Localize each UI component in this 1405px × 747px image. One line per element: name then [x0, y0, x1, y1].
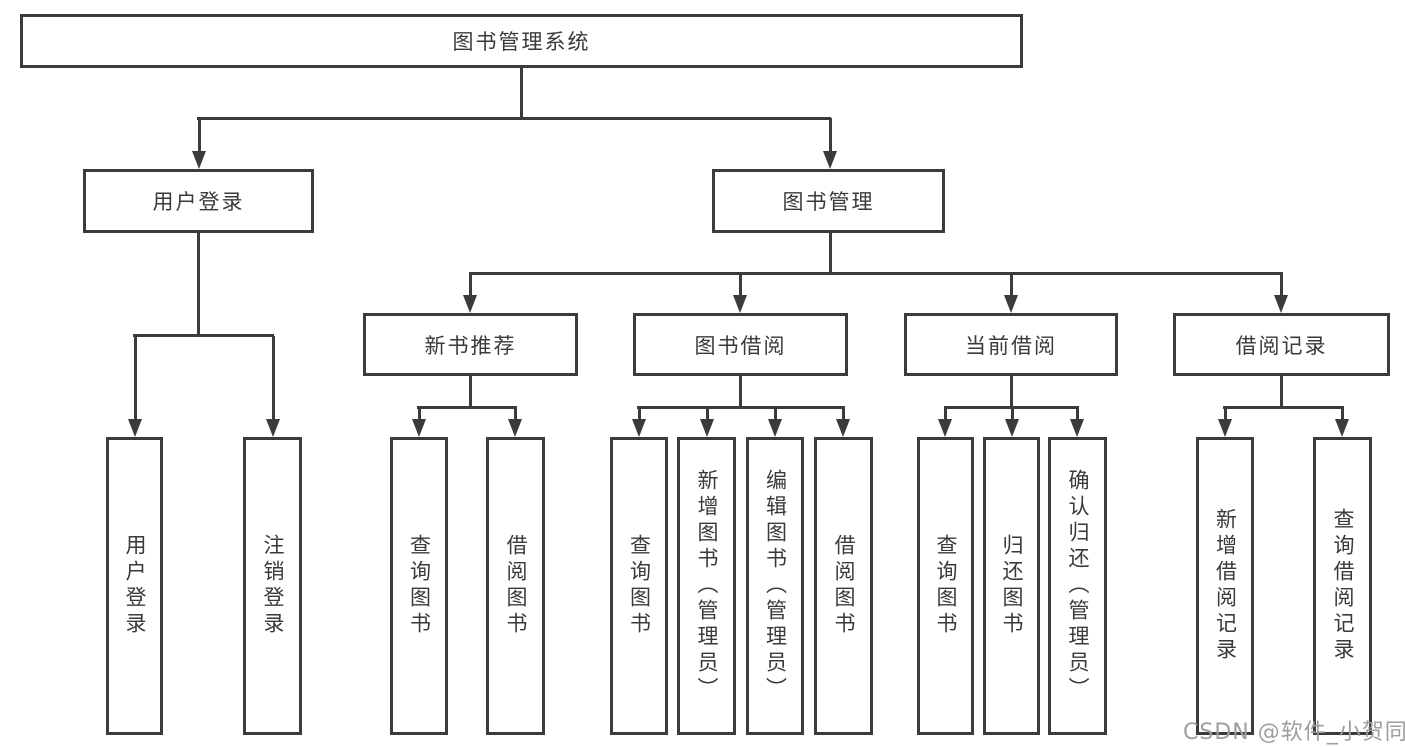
leaf-borrow-books-1-label: 借阅图书	[504, 534, 528, 638]
arrowhead-icon	[1335, 419, 1349, 437]
connector-new-book-rail	[417, 406, 517, 409]
arrow-to-book-mgmt	[823, 118, 837, 169]
connector-current-borrow-rail	[944, 406, 1079, 409]
arrowhead-icon	[128, 419, 142, 437]
leaf-add-books-admin: 新增图书（管理员）	[677, 437, 736, 735]
leaf-query-books-1: 查询图书	[390, 437, 448, 735]
node-book-management-label: 图书管理	[782, 190, 875, 214]
arrowhead-icon	[508, 419, 522, 437]
arrow-to-leaf-query-books-2	[632, 408, 646, 437]
node-user-login: 用户登录	[83, 169, 314, 233]
leaf-logout-label: 注销登录	[261, 534, 285, 638]
leaf-edit-books-admin: 编辑图书（管理员）	[746, 437, 804, 735]
leaf-user-login-label: 用户登录	[123, 534, 147, 638]
arrowhead-icon	[412, 419, 426, 437]
arrow-to-leaf-query-books-3	[938, 408, 952, 437]
arrowhead-icon	[938, 419, 952, 437]
leaf-query-books-3-label: 查询图书	[934, 534, 958, 638]
arrowhead-icon	[836, 419, 850, 437]
arrow-to-leaf-edit-books	[768, 408, 782, 437]
leaf-query-books-3: 查询图书	[917, 437, 974, 735]
connector-book-mgmt-trunk	[829, 232, 832, 275]
arrow-to-current-borrow	[1004, 274, 1018, 313]
arrowhead-icon	[632, 419, 646, 437]
leaf-add-borrow-record-label: 新增借阅记录	[1213, 508, 1238, 664]
arrowhead-icon	[1218, 419, 1232, 437]
leaf-add-borrow-record: 新增借阅记录	[1196, 437, 1254, 735]
arrow-to-borrow-record	[1274, 274, 1288, 313]
arrow-to-leaf-borrow-books-1	[508, 408, 522, 437]
node-borrow-records: 借阅记录	[1173, 313, 1390, 376]
leaf-query-books-2: 查询图书	[610, 437, 668, 735]
connector-new-book-trunk	[469, 375, 472, 409]
arrow-to-book-borrow	[733, 274, 747, 313]
arrowhead-icon	[700, 419, 714, 437]
connector-level3-rail	[469, 272, 1283, 275]
arrow-to-leaf-query-borrow-record	[1335, 408, 1349, 437]
leaf-return-books: 归还图书	[983, 437, 1040, 735]
connector-book-borrow-rail	[637, 406, 845, 409]
connector-current-borrow-trunk	[1010, 375, 1013, 409]
arrowhead-icon	[823, 151, 837, 169]
arrowhead-icon	[192, 151, 206, 169]
node-root-label: 图书管理系统	[452, 30, 591, 54]
connector-level2-rail	[197, 117, 831, 120]
node-new-book-recommend-label: 新书推荐	[424, 333, 517, 358]
leaf-borrow-books-2-label: 借阅图书	[832, 534, 856, 638]
arrowhead-icon	[1004, 295, 1018, 313]
arrow-to-leaf-borrow-books-2	[836, 408, 850, 437]
arrowhead-icon	[463, 295, 477, 313]
arrowhead-icon	[1274, 295, 1288, 313]
arrow-to-leaf-logout	[266, 336, 280, 437]
arrow-to-leaf-return-books	[1005, 408, 1019, 437]
arrowhead-icon	[1005, 419, 1019, 437]
node-book-management: 图书管理	[712, 169, 945, 233]
node-user-login-label: 用户登录	[152, 190, 245, 214]
connector-borrow-record-rail	[1223, 406, 1344, 409]
leaf-query-borrow-record-label: 查询借阅记录	[1331, 508, 1355, 664]
arrow-to-leaf-add-books	[700, 408, 714, 437]
arrow-to-leaf-query-books-1	[412, 408, 426, 437]
connector-user-login-rail	[133, 334, 274, 337]
leaf-return-books-label: 归还图书	[1000, 534, 1024, 638]
arrow-to-new-book	[463, 274, 477, 313]
leaf-query-books-2-label: 查询图书	[627, 534, 652, 638]
arrow-to-leaf-confirm-return	[1070, 408, 1084, 437]
leaf-user-login: 用户登录	[106, 437, 163, 735]
arrow-to-leaf-user-login	[128, 336, 142, 437]
leaf-borrow-books-2: 借阅图书	[814, 437, 873, 735]
connector-user-login-trunk	[197, 232, 200, 337]
connector-borrow-record-trunk	[1280, 375, 1283, 409]
arrow-to-leaf-add-borrow-record	[1218, 408, 1232, 437]
leaf-query-borrow-record: 查询借阅记录	[1313, 437, 1372, 735]
leaf-logout: 注销登录	[243, 437, 302, 735]
node-current-borrowing-label: 当前借阅	[965, 333, 1057, 358]
node-borrow-records-label: 借阅记录	[1235, 333, 1328, 358]
node-current-borrowing: 当前借阅	[904, 313, 1118, 376]
arrow-to-user-login	[192, 118, 206, 169]
leaf-add-books-admin-label: 新增图书（管理员）	[695, 469, 719, 703]
leaf-confirm-return-admin-label: 确认归还（管理员）	[1066, 469, 1090, 703]
leaf-confirm-return-admin: 确认归还（管理员）	[1048, 437, 1107, 735]
arrowhead-icon	[768, 419, 782, 437]
arrowhead-icon	[266, 419, 280, 437]
leaf-query-books-1-label: 查询图书	[407, 534, 432, 638]
node-book-borrowing-label: 图书借阅	[694, 333, 787, 358]
arrowhead-icon	[733, 295, 747, 313]
leaf-edit-books-admin-label: 编辑图书（管理员）	[763, 469, 788, 703]
connector-root-trunk	[520, 68, 523, 120]
node-book-borrowing: 图书借阅	[633, 313, 848, 376]
node-root: 图书管理系统	[20, 14, 1023, 68]
connector-book-borrow-trunk	[739, 375, 742, 409]
arrowhead-icon	[1070, 419, 1084, 437]
node-new-book-recommend: 新书推荐	[363, 313, 578, 376]
csdn-watermark: CSDN @软件_小贺同学	[1183, 720, 1405, 745]
leaf-borrow-books-1: 借阅图书	[486, 437, 545, 735]
